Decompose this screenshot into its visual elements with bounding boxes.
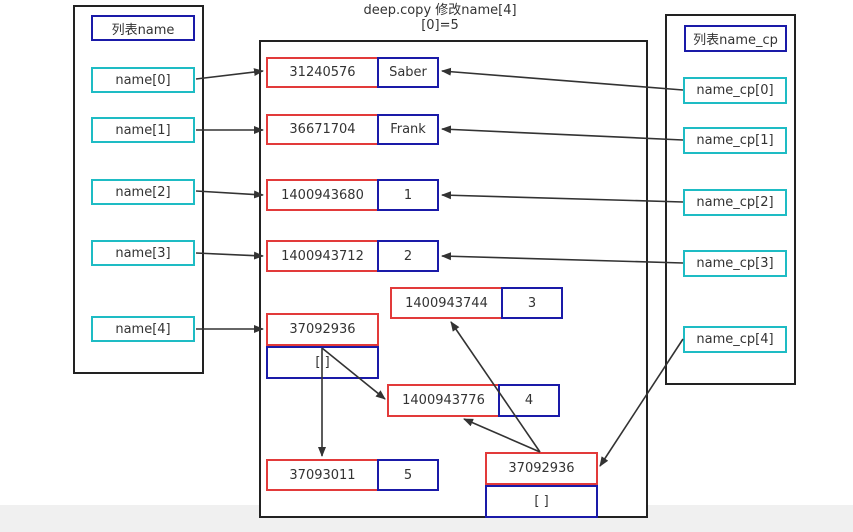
- arrow-namecp0-saber: [441, 67, 684, 91]
- frank-value: Frank: [377, 114, 439, 145]
- diagram-title: deep.copy 修改name[4] [0]=5: [340, 3, 540, 33]
- name-cp-3: name_cp[3]: [683, 250, 787, 277]
- arrow-name2-1: [195, 190, 264, 199]
- name-3: name[3]: [91, 240, 195, 266]
- left-list-header: 列表name: [91, 15, 195, 41]
- int-3-address: 1400943744: [390, 287, 503, 319]
- name-0: name[0]: [91, 67, 195, 93]
- arrow-listcopy-to-4: [463, 418, 541, 453]
- diagram-title-line-2: [0]=5: [421, 18, 459, 33]
- name-2: name[2]: [91, 179, 195, 205]
- int-5-value: 5: [377, 459, 439, 491]
- arrow-namecp3-2: [441, 252, 684, 264]
- int-2-value: 2: [377, 240, 439, 272]
- arrow-namecp2-1: [441, 191, 684, 203]
- arrow-name3-2: [195, 251, 264, 260]
- list-original-address: 37092936: [266, 313, 379, 346]
- saber-value: Saber: [377, 57, 439, 88]
- int-3-value: 3: [501, 287, 563, 319]
- arrow-listcopy-to-3: [450, 321, 541, 453]
- int-1-address: 1400943680: [266, 179, 379, 211]
- diagram-title-line-1: deep.copy 修改name[4]: [363, 3, 517, 18]
- name-cp-4: name_cp[4]: [683, 326, 787, 353]
- list-copy-address: 37092936: [485, 452, 598, 485]
- int-2-address: 1400943712: [266, 240, 379, 272]
- name-4: name[4]: [91, 316, 195, 342]
- int-4-value: 4: [498, 384, 560, 417]
- name-cp-1: name_cp[1]: [683, 127, 787, 154]
- frank-address: 36671704: [266, 114, 379, 145]
- arrow-namecp1-frank: [441, 125, 684, 141]
- arrow-list-to-4: [321, 347, 386, 400]
- name-cp-2: name_cp[2]: [683, 189, 787, 216]
- name-cp-0: name_cp[0]: [683, 77, 787, 104]
- list-copy-body: [ ]: [485, 485, 598, 518]
- int-4-address: 1400943776: [387, 384, 500, 417]
- name-1: name[1]: [91, 117, 195, 143]
- right-list-header: 列表name_cp: [684, 25, 787, 52]
- int-1-value: 1: [377, 179, 439, 211]
- arrow-name0-saber: [195, 68, 264, 80]
- arrow-namecp4-listcopy: [599, 338, 684, 467]
